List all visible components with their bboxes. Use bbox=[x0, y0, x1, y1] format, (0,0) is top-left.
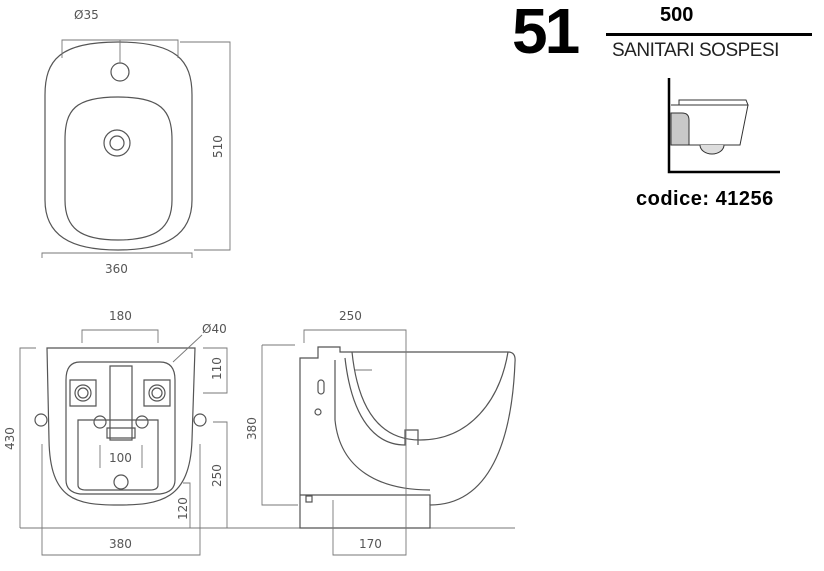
header-divider bbox=[606, 33, 812, 36]
side-view: 250 380 170 bbox=[245, 309, 516, 556]
total-height-label: 430 bbox=[3, 427, 17, 450]
fix-height-label: 250 bbox=[210, 464, 224, 487]
inlet-height-label: 110 bbox=[210, 357, 224, 380]
series-number: 51 bbox=[512, 0, 580, 67]
depth-label: 510 bbox=[211, 135, 225, 158]
inlet-diameter-label: Ø40 bbox=[202, 322, 227, 336]
bottom-depth-label: 170 bbox=[359, 537, 382, 551]
width-bottom-label: 380 bbox=[109, 537, 132, 551]
product-code: codice: 41256 bbox=[636, 188, 774, 210]
side-height-label: 380 bbox=[245, 417, 259, 440]
top-view: Ø35 510 360 bbox=[41, 8, 231, 276]
drain-height-label: 120 bbox=[176, 497, 190, 520]
series-name: 500 bbox=[660, 4, 694, 26]
wall-hung-pictogram bbox=[667, 78, 780, 174]
back-view: 180 Ø40 110 430 380 100 250 120 bbox=[3, 309, 515, 556]
category-label: SANITARI SOSPESI bbox=[612, 40, 779, 61]
spacing-top-label: 180 bbox=[109, 309, 132, 323]
top-depth-label: 250 bbox=[339, 309, 362, 323]
hole-diameter-label: Ø35 bbox=[74, 8, 99, 22]
width-label: 360 bbox=[105, 262, 128, 276]
drain-width-label: 100 bbox=[109, 451, 132, 465]
